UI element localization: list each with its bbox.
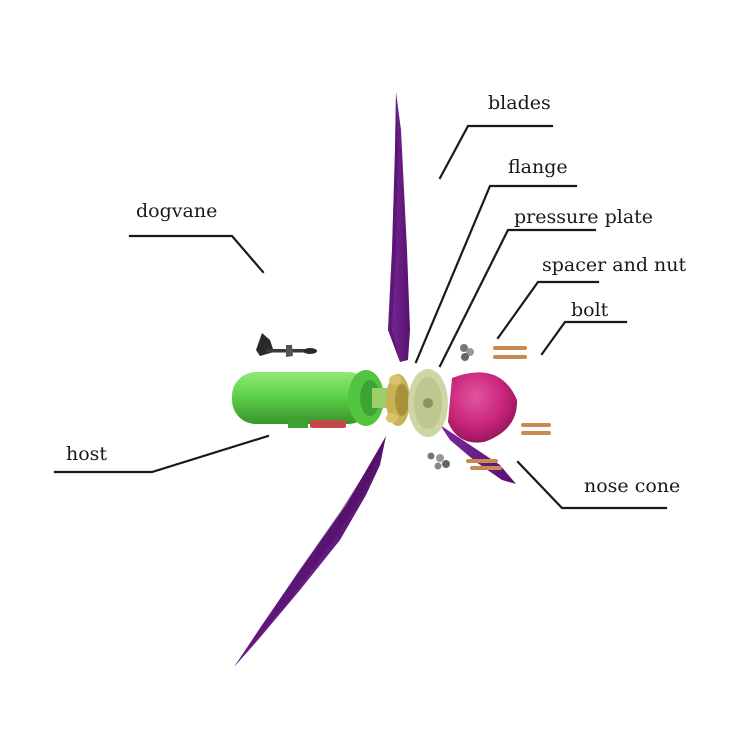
bolt-part	[466, 346, 551, 470]
label-bolt: bolt	[571, 299, 609, 321]
label-flange: flange	[508, 156, 568, 178]
label-spacer-and-nut: spacer and nut	[542, 254, 686, 276]
leader-pressure-plate	[438, 228, 597, 368]
label-host: host	[66, 443, 107, 465]
host-part	[232, 370, 394, 428]
blade-top	[388, 92, 410, 362]
leader-nose-cone	[516, 460, 668, 510]
leader-flange	[414, 184, 578, 364]
leader-blades	[438, 124, 554, 180]
blade-bottom-left	[234, 436, 386, 667]
leader-dogvane	[128, 234, 265, 274]
spacer-and-nut-part	[427, 344, 474, 470]
pressure-plate-part	[408, 369, 448, 437]
label-pressure-plate: pressure plate	[514, 206, 653, 228]
label-nose-cone: nose cone	[584, 475, 680, 497]
label-blades: blades	[488, 92, 551, 114]
leader-spacer-and-nut	[496, 280, 600, 340]
leader-host	[53, 434, 270, 474]
flange-part	[386, 374, 410, 426]
leader-bolt	[540, 320, 628, 356]
nose-cone-part	[448, 372, 518, 443]
dogvane-part	[256, 333, 317, 357]
label-dogvane: dogvane	[136, 200, 217, 222]
